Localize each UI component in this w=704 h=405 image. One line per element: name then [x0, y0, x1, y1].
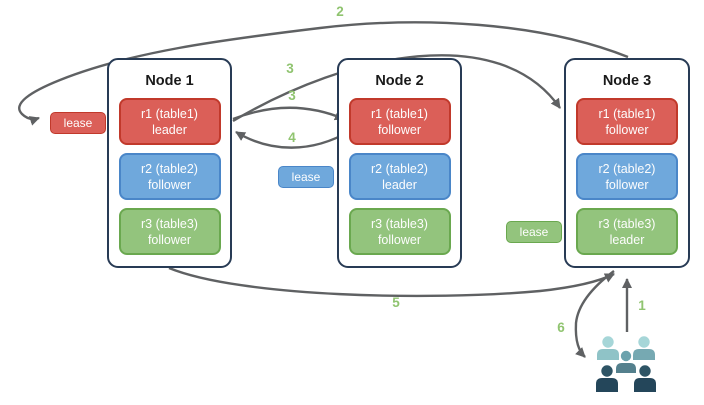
replica-role: follower	[605, 122, 649, 137]
node-2-replica-r1: r1 (table1) follower	[348, 98, 451, 145]
replica-name: r3 (table3)	[371, 216, 428, 231]
lease-badge-table2: lease	[278, 166, 334, 188]
replica-name: r1 (table1)	[141, 106, 198, 121]
replica-name: r3 (table3)	[141, 216, 198, 231]
user-center	[616, 350, 636, 373]
replica-name: r2 (table2)	[598, 161, 656, 176]
node-2-title: Node 2	[375, 73, 424, 89]
node-2-replica-r3: r3 (table3) follower	[348, 208, 451, 255]
step-label-2: 2	[336, 4, 344, 19]
replica-role: leader	[609, 232, 645, 247]
lease-badge-table3: lease	[506, 221, 562, 243]
node-1: Node 1 r1 (table1) leader r2 (table2) fo…	[107, 58, 232, 268]
step-label-3a: 3	[286, 61, 294, 76]
step-label-3b: 3	[288, 88, 296, 103]
node-2-replica-r2: r2 (table2) leader	[348, 153, 451, 200]
replica-role: follower	[147, 177, 192, 192]
arrow-step-5-node1-to-node3	[168, 266, 615, 298]
replica-role: follower	[377, 122, 422, 137]
node-3: Node 3 r1 (table1) follower r2 (table2) …	[564, 58, 690, 268]
lease-badge-table1: lease	[50, 112, 106, 134]
step-label-1: 1	[638, 298, 646, 313]
node-1-replica-r1: r1 (table1) leader	[118, 98, 221, 145]
user-top-right	[633, 336, 655, 360]
node-1-replica-r2: r2 (table2) follower	[118, 153, 221, 200]
replica-name: r1 (table1)	[371, 106, 428, 121]
user-top-left	[597, 336, 619, 360]
node-3-replica-r2: r2 (table2) follower	[576, 153, 678, 200]
node-3-replica-r3: r3 (table3) leader	[576, 208, 678, 255]
replica-name: r1 (table1)	[598, 106, 656, 121]
replica-role: follower	[147, 232, 192, 247]
replica-name: r2 (table2)	[141, 161, 198, 176]
replica-name: r2 (table2)	[371, 161, 428, 176]
step-label-5: 5	[392, 295, 400, 310]
users-group-icon	[596, 336, 656, 392]
user-bottom-left	[596, 365, 618, 392]
replica-role: leader	[382, 177, 417, 192]
arrow-step-3-leader-to-node2	[232, 106, 345, 121]
node-3-title: Node 3	[602, 73, 652, 89]
replica-role: follower	[377, 232, 422, 247]
replica-name: r3 (table3)	[598, 216, 656, 231]
step-label-4: 4	[288, 130, 296, 145]
node-3-replica-r1: r1 (table1) follower	[576, 98, 678, 145]
node-1-replica-r3: r3 (table3) follower	[118, 208, 221, 255]
node-1-title: Node 1	[145, 73, 194, 89]
step-label-6: 6	[557, 320, 565, 335]
node-2: Node 2 r1 (table1) follower r2 (table2) …	[337, 58, 462, 268]
user-bottom-right	[634, 365, 656, 392]
replica-role: follower	[605, 177, 649, 192]
replica-role: leader	[152, 122, 187, 137]
